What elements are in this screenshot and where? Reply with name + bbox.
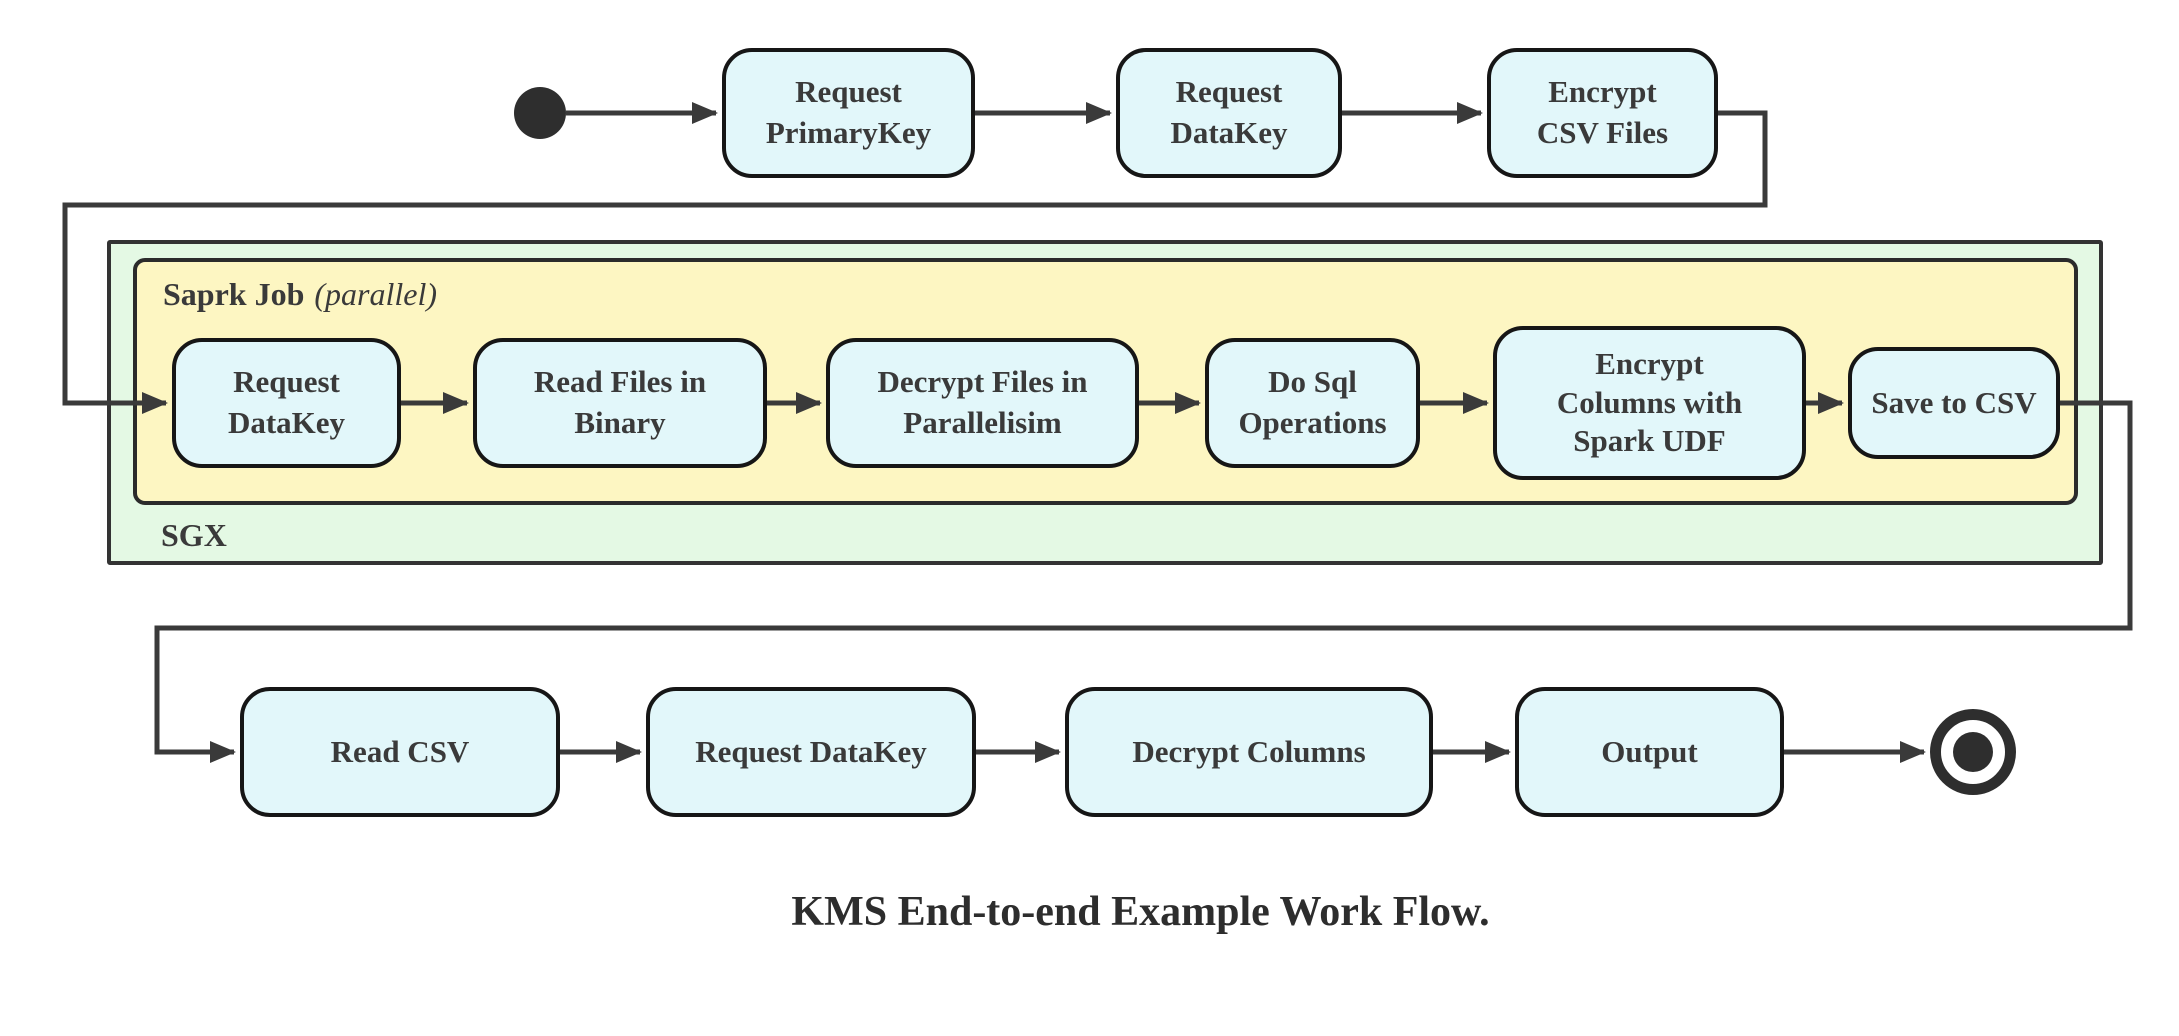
start-node <box>514 87 566 139</box>
node-encrypt-csv-files: Encrypt CSV Files <box>1487 48 1718 178</box>
node-request-primarykey: Request PrimaryKey <box>722 48 975 178</box>
node-read-csv: Read CSV <box>240 687 560 817</box>
node-sgx-request-datakey: Request DataKey <box>172 338 401 468</box>
node-do-sql-operations: Do Sql Operations <box>1205 338 1420 468</box>
node-save-to-csv: Save to CSV <box>1848 347 2060 459</box>
node-output: Output <box>1515 687 1784 817</box>
spark-job-label-title: Saprk Job <box>163 276 305 312</box>
node-request-datakey: Request DataKey <box>1116 48 1342 178</box>
node-decrypt-columns: Decrypt Columns <box>1065 687 1433 817</box>
node-encrypt-columns-with-spark-udf: Encrypt Columns with Spark UDF <box>1493 326 1806 480</box>
node-decrypt-files-in-parallelisim: Decrypt Files in Parallelisim <box>826 338 1139 468</box>
node-read-files-in-binary: Read Files in Binary <box>473 338 767 468</box>
sgx-label: SGX <box>161 517 227 553</box>
spark-job-label-annotation: (parallel) <box>314 276 438 312</box>
end-node-dot <box>1953 732 1993 772</box>
node-request-datakey-final: Request DataKey <box>646 687 976 817</box>
spark-job-label: Saprk Job(parallel) <box>163 278 437 310</box>
diagram-caption: KMS End-to-end Example Work Flow. <box>791 889 1490 935</box>
end-node <box>1930 709 2016 795</box>
